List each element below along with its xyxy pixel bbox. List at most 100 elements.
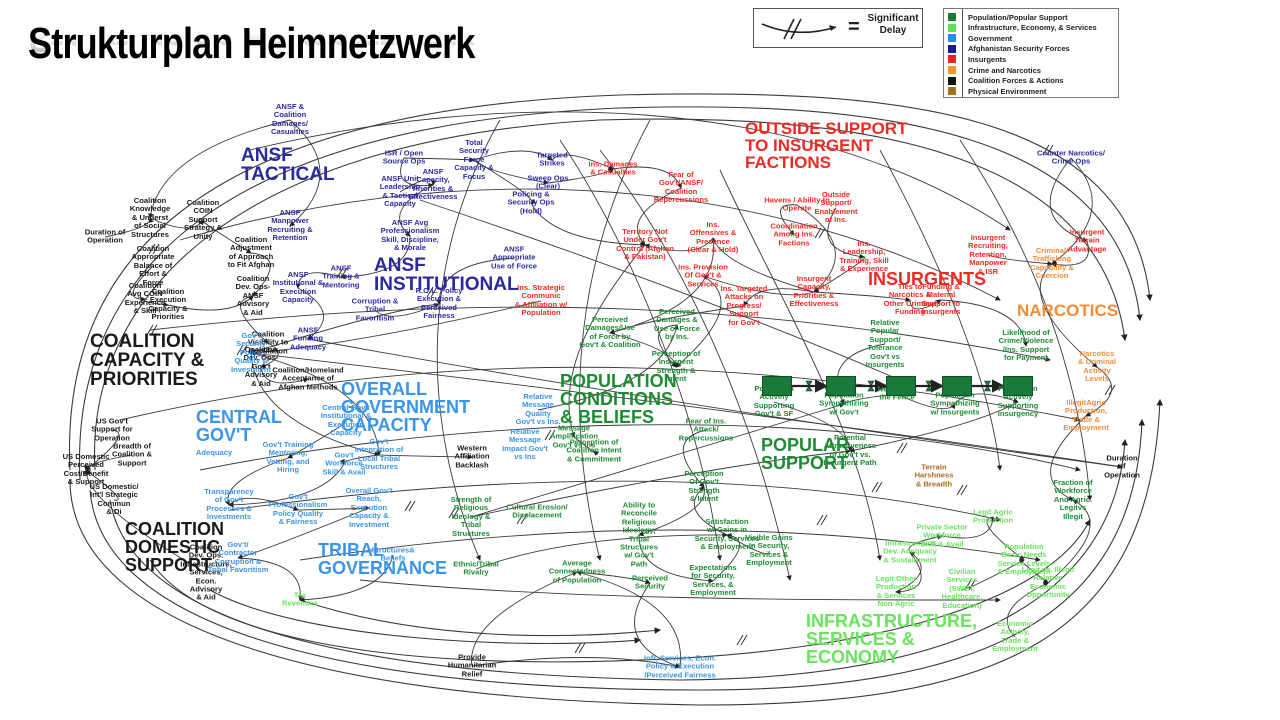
delay-mark-icon xyxy=(820,514,828,526)
delay-mark-icon xyxy=(1046,144,1054,156)
delay-mark-icon xyxy=(452,507,460,519)
causal-link xyxy=(743,288,815,307)
diagram-node-coal: US Domestic/ Int'l Strategic Commun & Di xyxy=(89,482,139,517)
legend-swatch xyxy=(948,66,956,74)
population-stock-box xyxy=(886,376,916,396)
causal-link xyxy=(1051,157,1093,265)
causal-link xyxy=(179,188,1001,301)
central-gov-section-header: CENTRAL GOV'T xyxy=(196,407,282,445)
causal-link xyxy=(813,291,911,303)
causal-link xyxy=(658,324,678,368)
diagram-node-gov: Central Gov't Institutional & Execution … xyxy=(320,403,372,438)
causal-link xyxy=(419,199,901,381)
diagram-node-env: Terrain Harshness & Breadth xyxy=(914,462,954,489)
diagram-node-ansf: Policing & Security Ops (Hold) xyxy=(507,189,555,216)
causal-link xyxy=(637,187,682,246)
diagram-node-gov: Gov't Security Policy Quality & Investme… xyxy=(230,330,272,374)
diagram-node-pop: Perception of Coalition Intent & Commitm… xyxy=(566,437,622,464)
diagram-node-pop: Likelihood of Crime/Violence /Ins. Suppo… xyxy=(998,328,1054,363)
causal-link xyxy=(250,350,1123,468)
delay-mark-icon xyxy=(736,634,744,646)
diagram-node-coal: Coalition Dev. Ops- ANSF Advisory & Aid xyxy=(235,273,271,317)
infra-section-header: INFRASTRUCTURE, SERVICES & ECONOMY xyxy=(806,611,977,667)
causal-link xyxy=(240,295,269,344)
diagram-node-ins: Insurgent Capacity, Priorities & Effecti… xyxy=(789,274,839,309)
causal-link xyxy=(250,252,271,297)
causal-link xyxy=(68,93,1153,471)
delay-arrow-icon xyxy=(761,18,837,40)
diagram-node-ins: Ins. Provision Of Gov't & Services xyxy=(678,262,728,289)
causal-link xyxy=(250,300,542,356)
flow-valve-icon xyxy=(867,380,875,392)
delay-mark-icon xyxy=(871,481,879,493)
legend-label: Population/Popular Support xyxy=(968,12,1068,22)
delay-mark-icon xyxy=(448,507,456,519)
delay-legend: = Significant Delay xyxy=(753,8,923,48)
causal-link xyxy=(849,401,1019,453)
causal-link xyxy=(339,454,380,465)
delay-mark-icon xyxy=(404,500,412,512)
diagram-node-coal: Coalition Knowledge & Underst of Social … xyxy=(129,195,171,239)
causal-link xyxy=(132,265,154,302)
diagram-node-ins: Ins. Leadership, Training, Skill & Exper… xyxy=(839,239,889,274)
diagram-node-ansf: ANSF Manpower Recruiting & Retention xyxy=(267,208,313,243)
legend-swatch xyxy=(948,23,956,32)
causal-link xyxy=(1006,582,1049,638)
causal-link xyxy=(579,119,651,561)
diagram-node-gov: Structures& Beliefs xyxy=(371,545,415,563)
diagram-node-pop: Potential Attractiveness of Gov't vs. In… xyxy=(823,433,877,468)
diagram-node-coal: US Gov't Support for Operation xyxy=(91,416,133,443)
diagram-node-gov: Gov't Integration of Local Tribal Struct… xyxy=(354,437,404,472)
causal-link xyxy=(1049,157,1088,242)
population-stock-box xyxy=(826,376,856,396)
legend-swatch xyxy=(948,44,956,53)
diagram-node-ansf: Targeted Strikes xyxy=(536,150,568,168)
causal-link xyxy=(89,418,1146,691)
causal-link xyxy=(726,534,770,555)
diagram-node-pop: Ability to Reconcile Religious Ideology,… xyxy=(620,500,658,569)
causal-link xyxy=(85,429,120,471)
causal-link xyxy=(167,295,254,311)
diagram-node-pop: Strength of Religious Ideology & Tribal … xyxy=(450,494,492,538)
insurgents-section-header: INSURGENTS xyxy=(868,269,987,289)
causal-link xyxy=(143,298,169,308)
diagram-node-ins: Havens / Ability to Operate xyxy=(764,195,830,213)
diagram-node-infra: Legit Agric Production xyxy=(972,507,1014,525)
causal-link xyxy=(69,398,1164,706)
causal-link xyxy=(147,119,291,219)
causal-link xyxy=(249,111,1011,231)
causal-link xyxy=(796,204,836,293)
legend-item: Infrastructure, Economy, & Services xyxy=(948,23,1097,33)
causal-link xyxy=(576,570,682,668)
causal-link xyxy=(908,534,943,553)
tribal-section-header: TRIBAL GOVERNANCE xyxy=(318,540,448,578)
causal-link xyxy=(149,306,1051,362)
diagram-node-gov: Relative Message Impact Gov't vs Ins xyxy=(502,427,548,462)
diagram-node-pop: Satisfaction w/ Gains in Security, Servi… xyxy=(694,517,760,552)
causal-link xyxy=(473,159,549,185)
causal-link xyxy=(634,582,681,669)
delay-mark-icon xyxy=(964,579,972,591)
diagram-node-infra: Economic Activity, Trade & Employment xyxy=(992,619,1038,654)
legend-item: Crime and Narcotics xyxy=(948,65,1041,75)
causal-link xyxy=(1050,415,1087,501)
delay-mark-icon xyxy=(148,243,156,255)
diagram-node-coal: Duration of Operation xyxy=(1104,453,1140,480)
causal-link xyxy=(287,420,347,459)
causal-link xyxy=(547,168,614,184)
legend-swatch xyxy=(948,34,956,43)
delay-mark-icon xyxy=(896,442,904,454)
causal-link xyxy=(959,139,1093,501)
causal-link xyxy=(719,169,882,561)
diagram-node-gov: Gov't Workforce Skill & Avail xyxy=(322,450,366,477)
diagram-node-coal: Coalition Dev. Ops- Gov't Advisory & Aid xyxy=(243,344,279,388)
delay-mark-icon xyxy=(578,642,586,654)
outside-support-section-header: OUTSIDE SUPPORT TO INSURGENT FACTIONS xyxy=(745,119,908,172)
causal-link xyxy=(879,149,1003,471)
delay-mark-icon xyxy=(426,286,434,298)
delay-mark-icon xyxy=(956,484,964,496)
causal-link xyxy=(827,207,865,260)
causal-link xyxy=(436,257,515,305)
delay-mark-icon xyxy=(574,642,582,654)
causal-link xyxy=(675,275,722,368)
